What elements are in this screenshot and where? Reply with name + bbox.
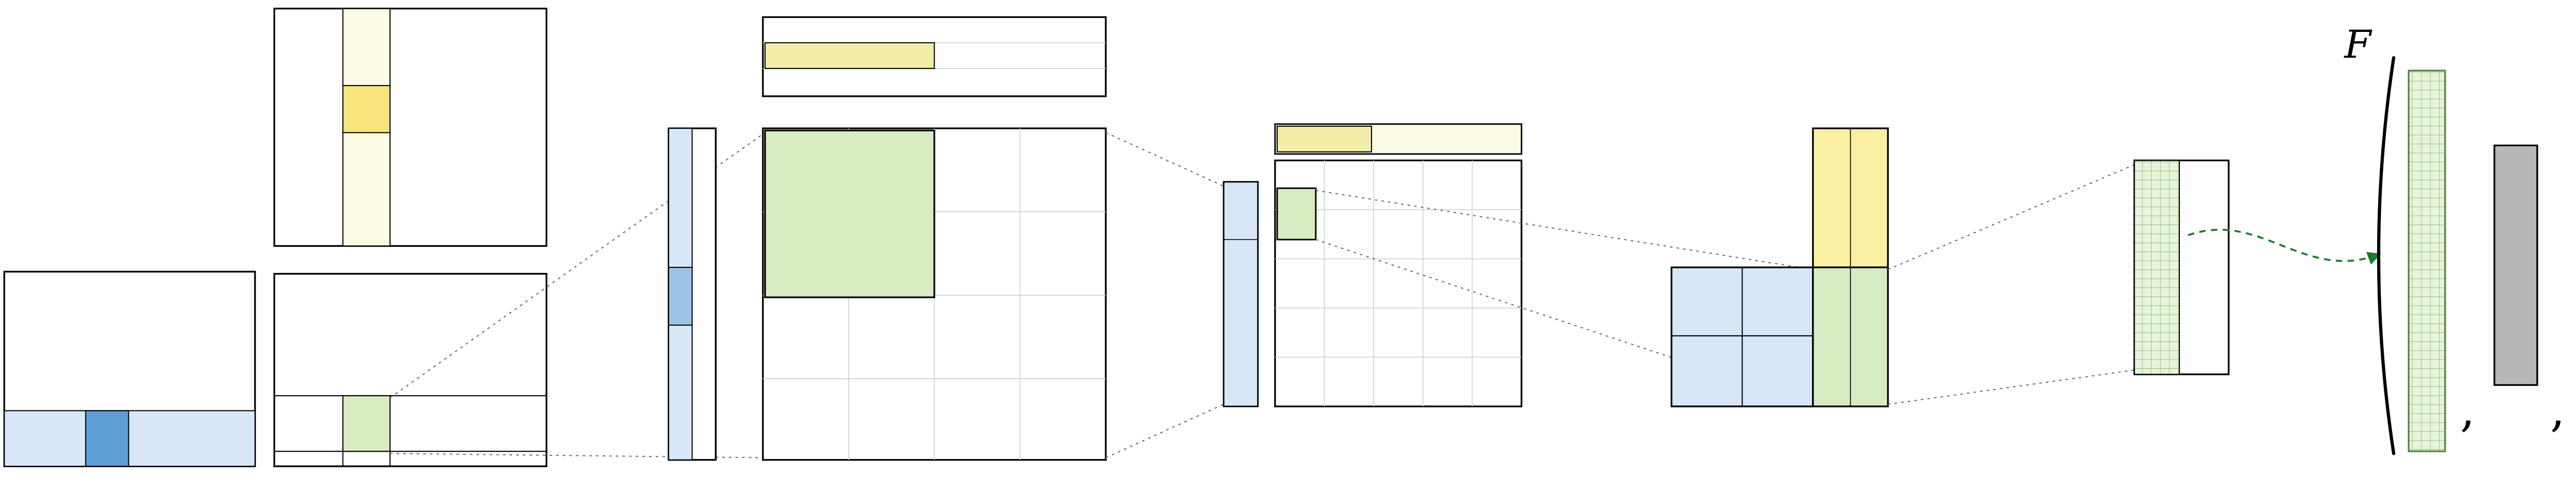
projection-line xyxy=(1315,190,1814,270)
comma-2: , xyxy=(2550,382,2565,437)
matrix-g xyxy=(1670,266,1814,407)
bar-d-top xyxy=(762,16,1107,97)
comma-1: , xyxy=(2460,382,2475,437)
matrix-a xyxy=(3,270,256,467)
matrix-b-top xyxy=(273,7,548,247)
function-expression: F , , ⋯ xyxy=(2343,22,2576,455)
matrix-f-gridlines xyxy=(1275,160,1522,406)
bar-f-top-active-segment xyxy=(1276,125,1372,152)
vector-c-active-segment xyxy=(668,267,693,326)
projection-line xyxy=(1315,239,1814,405)
projection-line xyxy=(1105,132,1224,187)
matrix-d-green-block xyxy=(764,129,936,298)
projection-line xyxy=(1888,164,2135,270)
matrix-b-bottom xyxy=(273,272,548,467)
bar-f-top xyxy=(1274,123,1522,155)
projection-lines-d-to-f xyxy=(1105,132,1224,458)
column-h xyxy=(1812,127,1889,407)
projection-line xyxy=(1105,403,1224,458)
matrix-f xyxy=(1274,159,1522,407)
projection-line xyxy=(1888,369,2134,405)
green-dashed-arrow xyxy=(2188,229,2381,265)
arg-green-grid-column xyxy=(2408,70,2446,452)
matrix-b-top-active-cell xyxy=(342,85,391,133)
matrix-f-green-cell xyxy=(1276,187,1317,241)
projection-lines-f-to-h xyxy=(1315,190,1814,405)
projection-lines-h-to-i xyxy=(1888,164,2135,405)
matrix-i xyxy=(2133,159,2230,376)
matrix-b-bottom-outline xyxy=(273,272,548,467)
matrix-b-top-outline xyxy=(273,7,548,247)
matrix-b-bottom-active-cell xyxy=(342,395,391,452)
vector-c xyxy=(668,127,717,461)
vector-e xyxy=(1223,181,1259,407)
matrix-a-highlighted-row xyxy=(4,410,256,467)
matrix-i-green-grid-column xyxy=(2133,160,2180,375)
arg-gray-column xyxy=(2493,144,2538,386)
matrix-d xyxy=(762,127,1107,461)
function-label: F xyxy=(2343,22,2372,67)
vector-e-outline xyxy=(1223,181,1259,407)
open-paren xyxy=(2377,56,2396,455)
bar-d-top-active-segment xyxy=(764,42,935,69)
matrix-a-active-cell xyxy=(85,410,129,467)
